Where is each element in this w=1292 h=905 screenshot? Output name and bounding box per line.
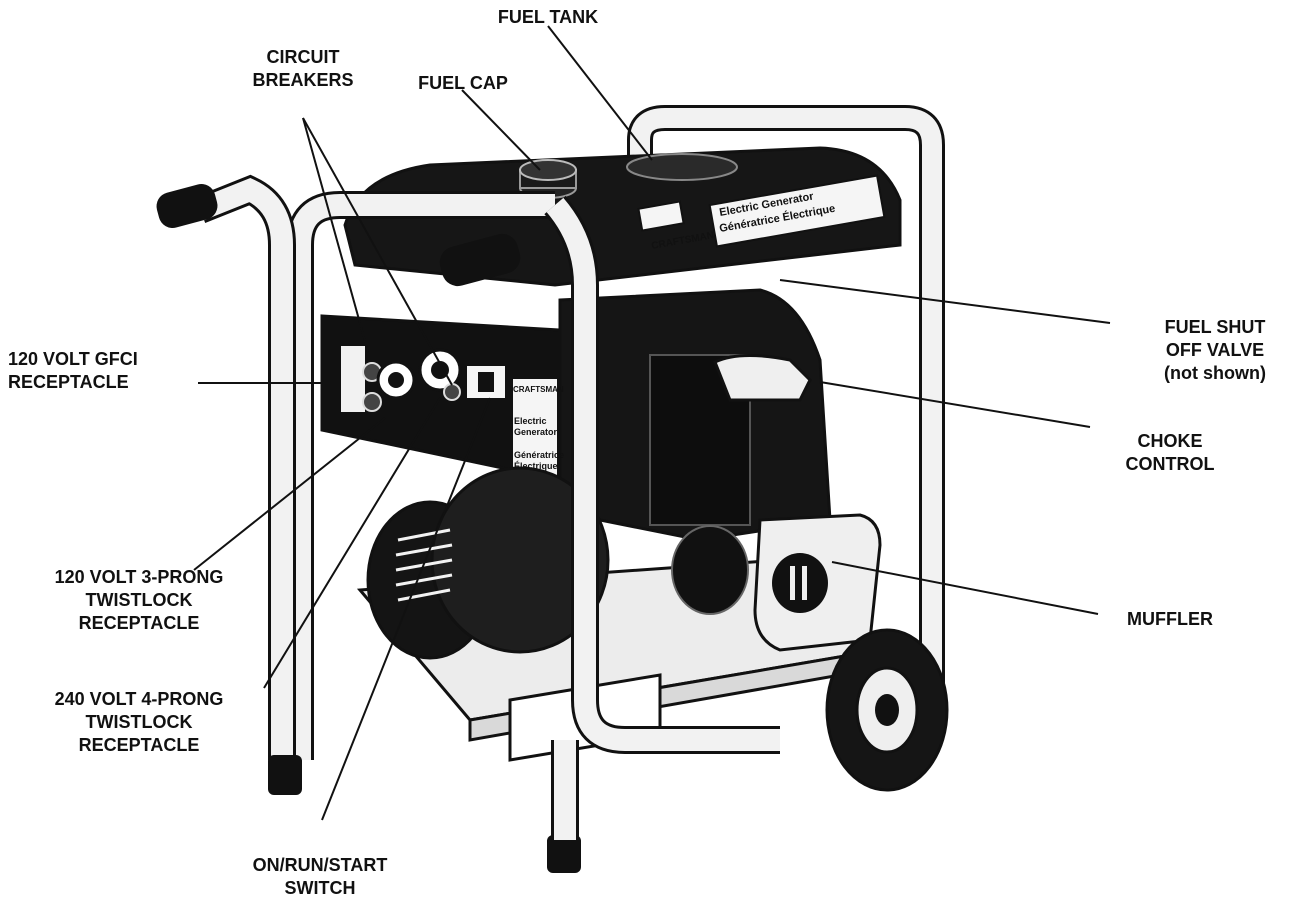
label-muffler: MUFFLER <box>1127 609 1213 629</box>
panel-decal-fr-2: Électrique <box>514 461 558 471</box>
label-240v-twistlock: 240 VOLT 4-PRONG TWISTLOCK RECEPTACLE <box>54 689 224 755</box>
label-on-run-start-switch: ON/RUN/START SWITCH <box>252 855 388 898</box>
label-fuel-cap: FUEL CAP <box>418 73 508 93</box>
engine-body <box>558 288 832 542</box>
front-frame <box>156 174 780 873</box>
air-filter <box>671 525 749 615</box>
label-120v-twistlock: 120 VOLT 3-PRONG TWISTLOCK RECEPTACLE <box>54 567 224 633</box>
panel-decal-fr: Génératrice <box>514 450 564 460</box>
panel-decal-en-2: Generator <box>514 427 558 437</box>
label-choke-control: CHOKE CONTROL <box>1125 431 1215 474</box>
muffler <box>753 513 882 652</box>
leader-lines <box>193 25 1111 821</box>
label-fuel-tank: FUEL TANK <box>497 7 599 27</box>
panel-decal-en: Electric <box>514 416 547 426</box>
label-circuit-breakers: CIRCUIT BREAKERS <box>252 47 354 90</box>
wheel <box>825 628 949 792</box>
alternator <box>366 466 610 660</box>
rear-frame <box>627 105 945 720</box>
label-gfci-receptacle: 120 VOLT GFCI RECEPTACLE <box>8 349 138 392</box>
control-panel <box>320 314 562 482</box>
label-fuel-shutoff-valve: FUEL SHUT OFF VALVE (not shown) <box>1164 317 1266 383</box>
panel-decal-brand: CRAFTSMAN <box>513 385 564 394</box>
